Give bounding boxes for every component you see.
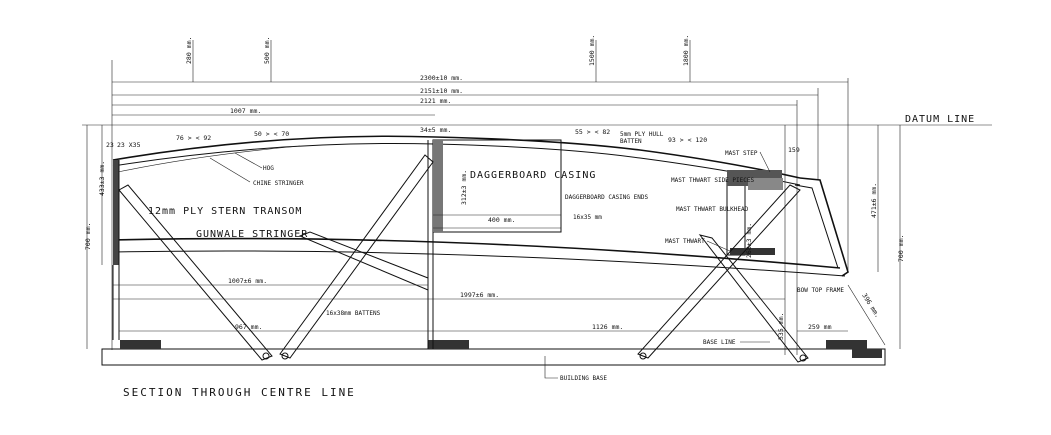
base-block-2 xyxy=(428,340,469,349)
label-mast-thwart: MAST THWART xyxy=(665,238,705,245)
dim-1126: 1126 mm. xyxy=(592,323,623,331)
dim-967: 967 mm. xyxy=(235,323,262,331)
dim-159: 159 xyxy=(788,146,800,154)
dim-2121: 2121 mm. xyxy=(420,97,451,105)
label-bow-frame: BOW TOP FRAME xyxy=(797,287,844,294)
label-thwart-bulkhead: MAST THWART BULKHEAD xyxy=(676,206,749,213)
label-building-base: BUILDING BASE xyxy=(560,375,607,382)
label-chine-stringer: CHINE STRINGER xyxy=(253,180,304,187)
label-mast-step: MAST STEP xyxy=(725,150,758,157)
stern-transom xyxy=(113,160,119,265)
label-batten: BATTEN xyxy=(620,138,642,145)
braces xyxy=(118,154,809,363)
label-casing: DAGGERBOARD CASING xyxy=(470,170,596,181)
label-stern-transom: 12mm PLY STERN TRANSOM xyxy=(148,206,302,217)
label-thwart-sides: MAST THWART SIDE PIECES xyxy=(671,177,754,184)
dim-1500: 1500 mm. xyxy=(588,35,596,66)
dim-50-70: 50 > < 70 xyxy=(254,130,289,138)
mast-thwart xyxy=(730,248,775,255)
dim-1007b: 1007±6 mm. xyxy=(228,277,267,285)
dim-23x35: 23 X35 xyxy=(117,141,141,149)
label-casing-ends: DAGGERBOARD CASING ENDS xyxy=(565,194,648,201)
label-battens: 16x38mm BATTENS xyxy=(326,310,381,317)
dim-23: 23 xyxy=(106,141,114,149)
dim-396: 396 mm. xyxy=(860,292,881,319)
label-ply-hull: 5mm PLY HULL xyxy=(620,131,664,138)
bow-frame xyxy=(799,177,849,277)
dim-400: 400 mm. xyxy=(488,216,515,224)
label-hog: HOG xyxy=(263,165,274,172)
drawing-title: SECTION THROUGH CENTRE LINE xyxy=(123,386,356,399)
dim-312: 312±3 mm. xyxy=(460,170,468,205)
dim-259: 259 mm xyxy=(808,323,832,331)
label-base-line: BASE LINE xyxy=(703,339,736,346)
dim-76-92: 76 > < 92 xyxy=(176,134,211,142)
hog-line xyxy=(112,142,801,186)
dim-1997: 1997±6 mm. xyxy=(460,291,499,299)
dim-2300: 2300±10 mm. xyxy=(420,74,463,82)
building-base xyxy=(101,348,886,366)
mast-thwart-bulkhead xyxy=(726,179,746,256)
gunwale-stringer xyxy=(112,237,841,269)
dim-right-471: 471±6 mm. xyxy=(870,183,878,218)
dim-93-120: 93 > < 120 xyxy=(668,136,707,144)
dim-left-700: 700 mm. xyxy=(84,223,92,250)
dim-2151: 2151±10 mm. xyxy=(420,87,463,95)
dim-34: 34±5 mm. xyxy=(420,126,451,134)
dim-280: 280 mm. xyxy=(185,37,193,64)
base-block-3 xyxy=(826,340,867,349)
dim-500: 500 mm. xyxy=(263,37,271,64)
dim-1007: 1007 mm. xyxy=(230,107,261,115)
base-block-1 xyxy=(120,340,161,349)
base-block-4 xyxy=(852,349,882,358)
dim-left-433: 433±3 mm. xyxy=(98,161,106,196)
datum-label: DATUM LINE xyxy=(905,114,975,125)
dim-right-700: 700 mm. xyxy=(897,235,905,262)
label-gunwale-stringer: GUNWALE STRINGER xyxy=(196,229,308,240)
label-16x35: 16x35 mm xyxy=(573,214,602,221)
dim-535: 535 mm. xyxy=(777,313,785,340)
dim-1800: 1800 mm. xyxy=(682,35,690,66)
dim-268: 268±3 mm. xyxy=(745,223,753,258)
dim-55-82: 55 > < 82 xyxy=(575,128,610,136)
